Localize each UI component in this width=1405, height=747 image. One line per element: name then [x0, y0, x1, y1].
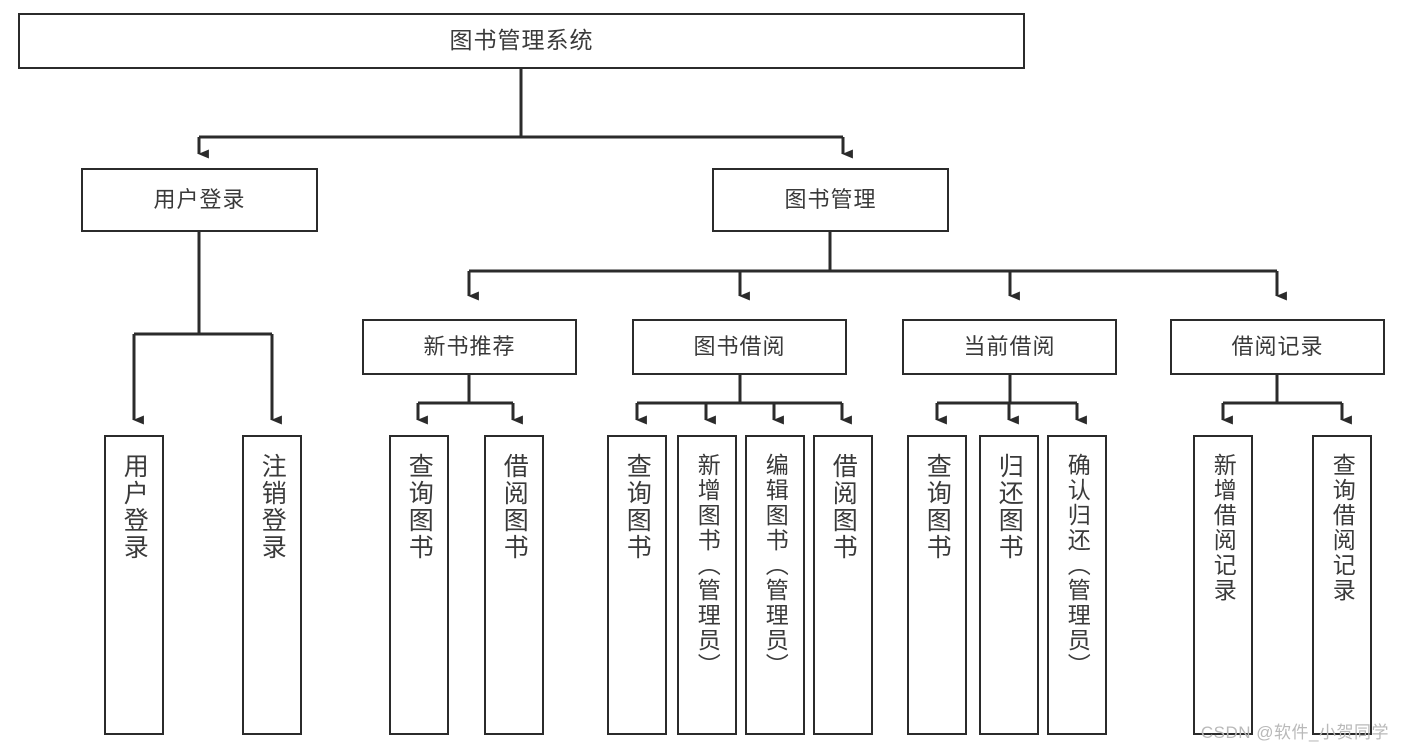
leaf-borrow-book-recommend[interactable]: 借阅图书	[484, 435, 544, 735]
leaf-add-borrow-record[interactable]: 新增借阅记录	[1193, 435, 1253, 735]
leaf-return-book[interactable]: 归还图书	[979, 435, 1039, 735]
node-label: 图书借阅	[693, 334, 786, 360]
leaf-borrow-book-borrow[interactable]: 借阅图书	[813, 435, 873, 735]
leaf-query-book-current[interactable]: 查询图书	[907, 435, 967, 735]
node-new-book-recommendation[interactable]: 新书推荐	[362, 319, 577, 375]
leaf-user-login[interactable]: 用户登录	[104, 435, 164, 735]
leaf-query-book-recommend[interactable]: 查询图书	[389, 435, 449, 735]
node-label: 用户登录	[153, 187, 246, 213]
node-label: 图书管理系统	[449, 27, 594, 54]
leaf-logout-login[interactable]: 注销登录	[242, 435, 302, 735]
node-label: 新增借阅记录	[1210, 453, 1237, 603]
node-label: 借阅图书	[500, 453, 529, 561]
node-label: 查询图书	[623, 453, 652, 561]
node-label: 注销登录	[258, 453, 287, 561]
node-label: 查询图书	[405, 453, 434, 561]
node-label: 图书管理	[784, 187, 877, 213]
leaf-confirm-return-admin[interactable]: 确认归还（管理员）	[1047, 435, 1107, 735]
watermark-csdn: CSDN @软件_小贺同学	[1200, 723, 1389, 742]
leaf-query-book-borrow[interactable]: 查询图书	[607, 435, 667, 735]
node-book-borrow[interactable]: 图书借阅	[632, 319, 847, 375]
node-label: 查询图书	[923, 453, 952, 561]
node-label: 新书推荐	[423, 334, 516, 360]
node-root-book-management-system[interactable]: 图书管理系统	[18, 13, 1025, 69]
node-book-management[interactable]: 图书管理	[712, 168, 949, 232]
node-label: 借阅记录	[1231, 334, 1324, 360]
node-label: 确认归还（管理员）	[1064, 453, 1091, 678]
node-label: 查询借阅记录	[1329, 453, 1356, 603]
node-label: 借阅图书	[829, 453, 858, 561]
node-label: 编辑图书（管理员）	[762, 453, 789, 678]
node-user-login[interactable]: 用户登录	[81, 168, 318, 232]
leaf-edit-book-admin[interactable]: 编辑图书（管理员）	[745, 435, 805, 735]
leaf-query-borrow-record[interactable]: 查询借阅记录	[1312, 435, 1372, 735]
leaf-add-book-admin[interactable]: 新增图书（管理员）	[677, 435, 737, 735]
node-borrow-record[interactable]: 借阅记录	[1170, 319, 1385, 375]
node-label: 新增图书（管理员）	[694, 453, 721, 678]
node-label: 用户登录	[120, 453, 149, 561]
node-current-borrow[interactable]: 当前借阅	[902, 319, 1117, 375]
node-label: 归还图书	[995, 453, 1024, 561]
node-label: 当前借阅	[963, 334, 1056, 360]
